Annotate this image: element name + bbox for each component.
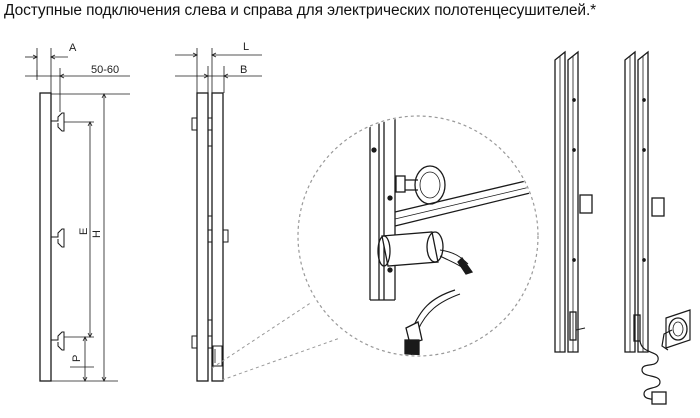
dimension-l-label: L	[243, 41, 249, 53]
dimension-a-label: A	[69, 42, 77, 54]
detail-view	[369, 117, 531, 355]
front-view-drawing	[25, 48, 130, 382]
right-view-left-connection	[554, 50, 593, 353]
right-view-right-connection	[624, 50, 691, 405]
detail-magnifier	[211, 115, 539, 381]
page-title: Доступные подключения слева и справа для…	[4, 2, 597, 19]
dimension-b-label: B	[240, 64, 247, 76]
dimension-p-label: P	[71, 355, 83, 362]
dimension-h-label: H	[91, 230, 103, 238]
dimension-e-label: E	[78, 228, 90, 235]
side-view-drawing	[175, 48, 262, 382]
dimension-gap-label: 50-60	[91, 64, 119, 76]
